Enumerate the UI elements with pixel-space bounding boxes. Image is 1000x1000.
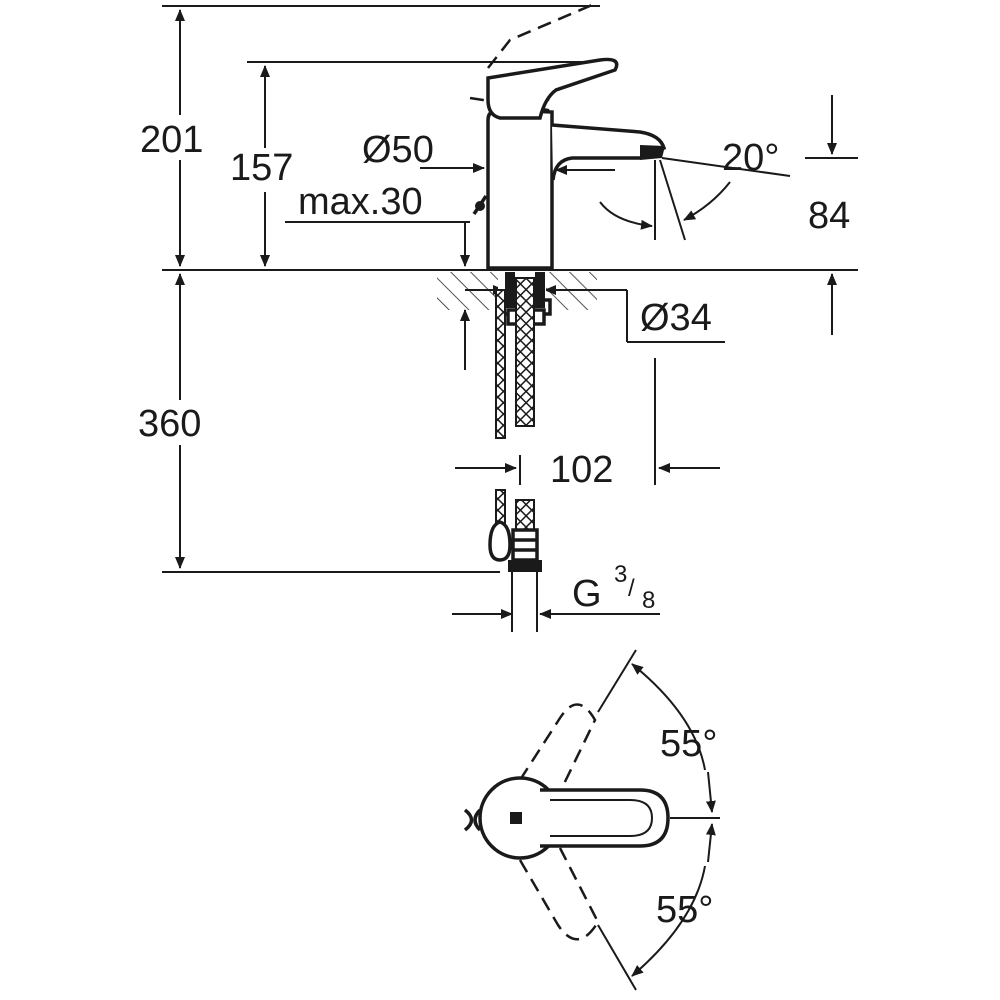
dim-max-deck: max.30 bbox=[298, 181, 423, 223]
hoses-and-shank bbox=[488, 272, 552, 572]
dim-diameter-body: Ø50 bbox=[362, 129, 434, 171]
dim-spout-angle: 20° bbox=[722, 137, 779, 179]
dim-total-height: 201 bbox=[140, 119, 203, 161]
dim-lever-height: 157 bbox=[230, 147, 293, 189]
dim-spout-reach: 102 bbox=[550, 449, 613, 491]
dim-swing-lower: 55° bbox=[656, 889, 713, 931]
extension-lines bbox=[162, 5, 858, 573]
dim-connection-g: G bbox=[572, 573, 602, 615]
dim-diameter-shank: Ø34 bbox=[640, 297, 712, 339]
dim-connection-denominator: 8 bbox=[642, 587, 655, 614]
dim-spout-height: 84 bbox=[808, 195, 850, 237]
dim-hose-length: 360 bbox=[138, 403, 201, 445]
faucet-top-view bbox=[463, 649, 720, 991]
dimension-lines bbox=[175, 8, 837, 632]
dim-swing-upper: 55° bbox=[660, 723, 717, 765]
dimension-labels: 201 157 Ø50 max.30 20° 84 Ø34 360 102 G … bbox=[138, 119, 850, 931]
dim-connection-numerator: 3 bbox=[614, 561, 627, 588]
faucet-side-view bbox=[469, 3, 667, 270]
dim-connection-slash: / bbox=[628, 575, 635, 602]
